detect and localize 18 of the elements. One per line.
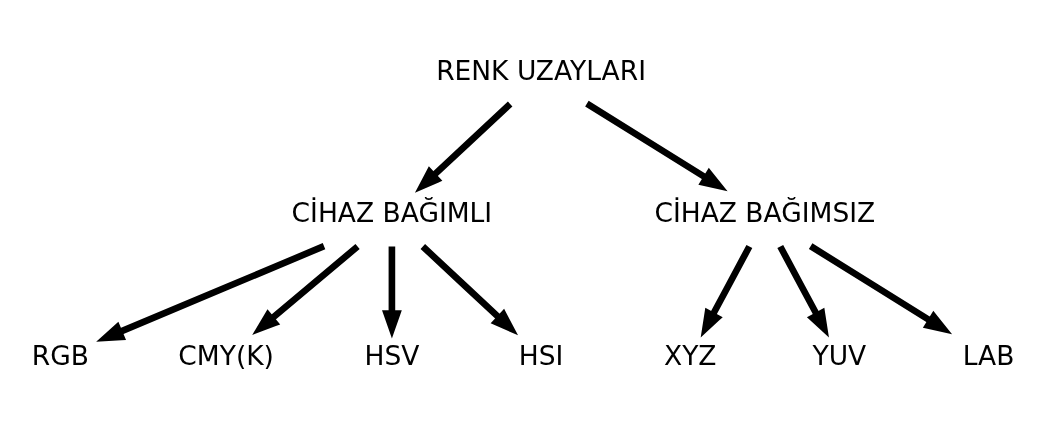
node-text: YUV [812,339,867,371]
arrow [414,101,513,193]
arrow [808,242,953,334]
arrow [585,100,728,191]
node-text: HSV [364,339,420,371]
arrow [777,244,829,337]
node-text: CMY(K) [178,339,274,371]
arrow [96,242,326,342]
node-text: XYZ [663,339,717,371]
arrow [700,244,753,337]
node-text: RENK UZAYLARI [436,54,646,86]
node-text: CİHAZ BAĞIMLI [291,196,493,228]
arrow [420,243,519,335]
node-text: RGB [31,339,89,371]
node-text: HSI [518,339,564,371]
node-text: CİHAZ BAĞIMSIZ [654,196,876,228]
node-text: LAB [962,339,1015,371]
arrow [252,243,360,335]
